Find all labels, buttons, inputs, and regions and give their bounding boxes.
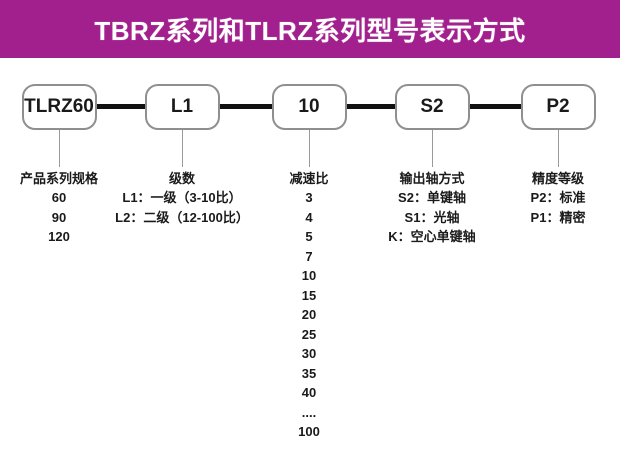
column-label: 产品系列规格 [19,171,98,186]
column-item: 15 [301,287,317,303]
column-label: 精度等级 [531,171,584,186]
drop-line [557,130,559,167]
column-item: .... [301,404,317,420]
column-item: 30 [301,346,317,361]
column-item: 10 [301,268,317,283]
column-label: 输出轴方式 [399,171,465,186]
column-item: 35 [301,365,317,381]
column-item: S2：单键轴 [398,190,466,205]
model-box-text: 10 [298,96,320,117]
page-title: TBRZ系列和TLRZ系列型号表示方式 [94,15,526,46]
column-label: 级数 [168,171,195,186]
column-accuracy: P2 精度等级 P2：标准 P1：精密 [503,84,613,227]
column-stages: L1 级数 L1：一级（3-10比） L2：二级（12-100比） [92,84,272,227]
column-items: S2：单键轴 S1：光轴 K：空心单键轴 [362,188,502,247]
column-items: 60 90 120 [0,188,120,247]
column-item: L2：二级（12-100比） [115,209,249,225]
column-item: 90 [51,209,67,225]
column-item: 3 [305,190,313,205]
model-box-accuracy: P2 [520,84,596,130]
column-item: 100 [298,424,320,439]
model-box-series: TLRZ60 [21,84,97,130]
column-output-shaft: S2 输出轴方式 S2：单键轴 S1：光轴 K：空心单键轴 [362,84,502,247]
column-items: L1：一级（3-10比） L2：二级（12-100比） [92,188,272,227]
column-series: TLRZ60 产品系列规格 60 90 120 [0,84,120,247]
drop-line [181,130,183,167]
column-ratio: 10 减速比 3 4 5 7 10 15 20 25 30 35 40.... 100 [259,84,359,442]
column-item: S1：光轴 [404,209,460,225]
column-item: 5 [305,229,313,244]
column-item: P2：标准 [530,190,586,205]
drop-line [58,130,60,167]
column-item: 25 [301,326,317,342]
header-bar: TBRZ系列和TLRZ系列型号表示方式 [0,0,620,58]
column-item: 60 [51,190,67,205]
model-box-text: L1 [170,96,194,117]
column-items: 3 4 5 7 10 15 20 25 30 35 40.... 100 [259,188,359,442]
drop-line [431,130,433,167]
column-label: 减速比 [289,171,329,186]
model-box-text: TLRZ60 [24,96,94,117]
model-box-text: S2 [420,96,444,117]
column-item: P1：精密 [530,209,586,225]
column-item: 4 [305,209,313,225]
drop-line [308,130,310,167]
column-item: 120 [48,229,70,244]
column-item: K：空心单键轴 [388,229,476,244]
model-box-stages: L1 [144,84,220,130]
column-item: 40 [301,385,317,400]
column-item: 7 [305,248,313,264]
column-items: P2：标准 P1：精密 [503,188,613,227]
model-box-text: P2 [546,96,570,117]
column-item: 20 [301,307,317,322]
model-box-output-shaft: S2 [394,84,470,130]
column-item: L1：一级（3-10比） [122,190,242,205]
model-box-ratio: 10 [271,84,347,130]
